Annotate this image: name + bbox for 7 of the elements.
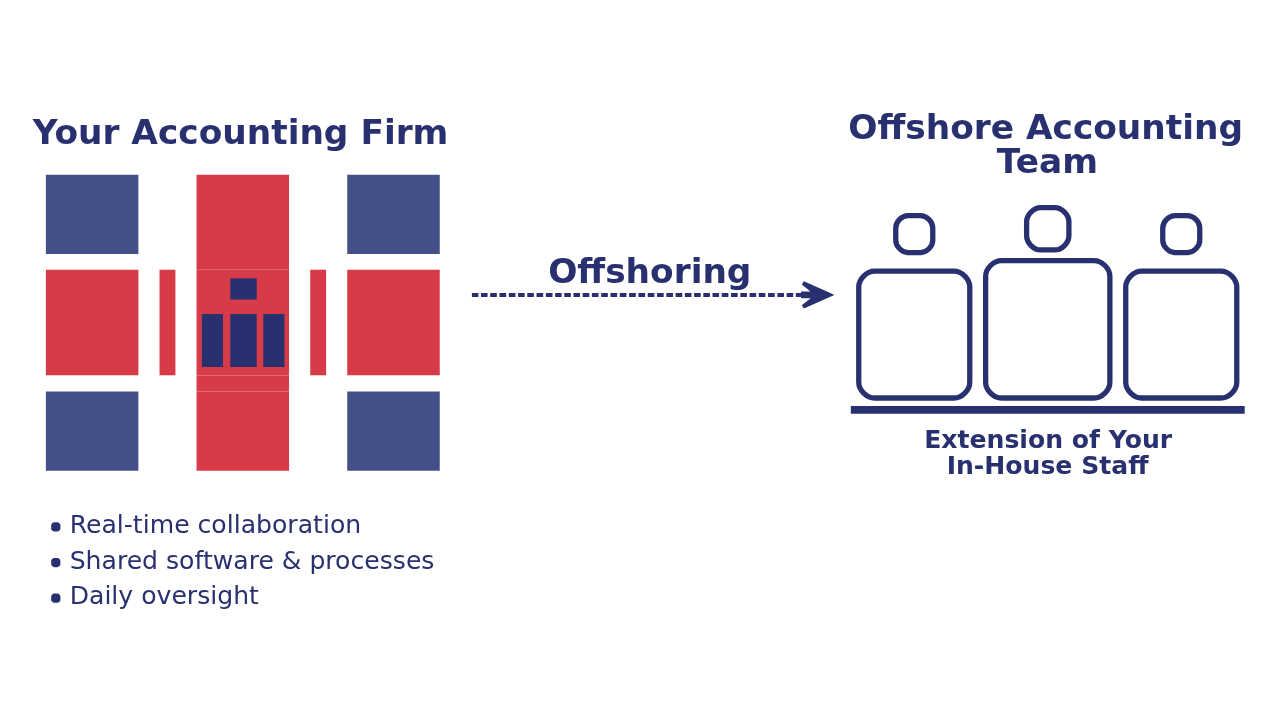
node-label: Daily oversight bbox=[69, 581, 259, 611]
node-label: Extension of Your In-House Staff bbox=[924, 425, 1173, 480]
node-label: Shared software & processes bbox=[69, 545, 435, 575]
node-label: Your Accounting Firm bbox=[32, 111, 449, 152]
node-label: Real-time collaboration bbox=[69, 510, 362, 540]
edge-label: Offshoring bbox=[548, 250, 752, 291]
node-label: Offshore Accounting Team bbox=[848, 106, 1244, 182]
